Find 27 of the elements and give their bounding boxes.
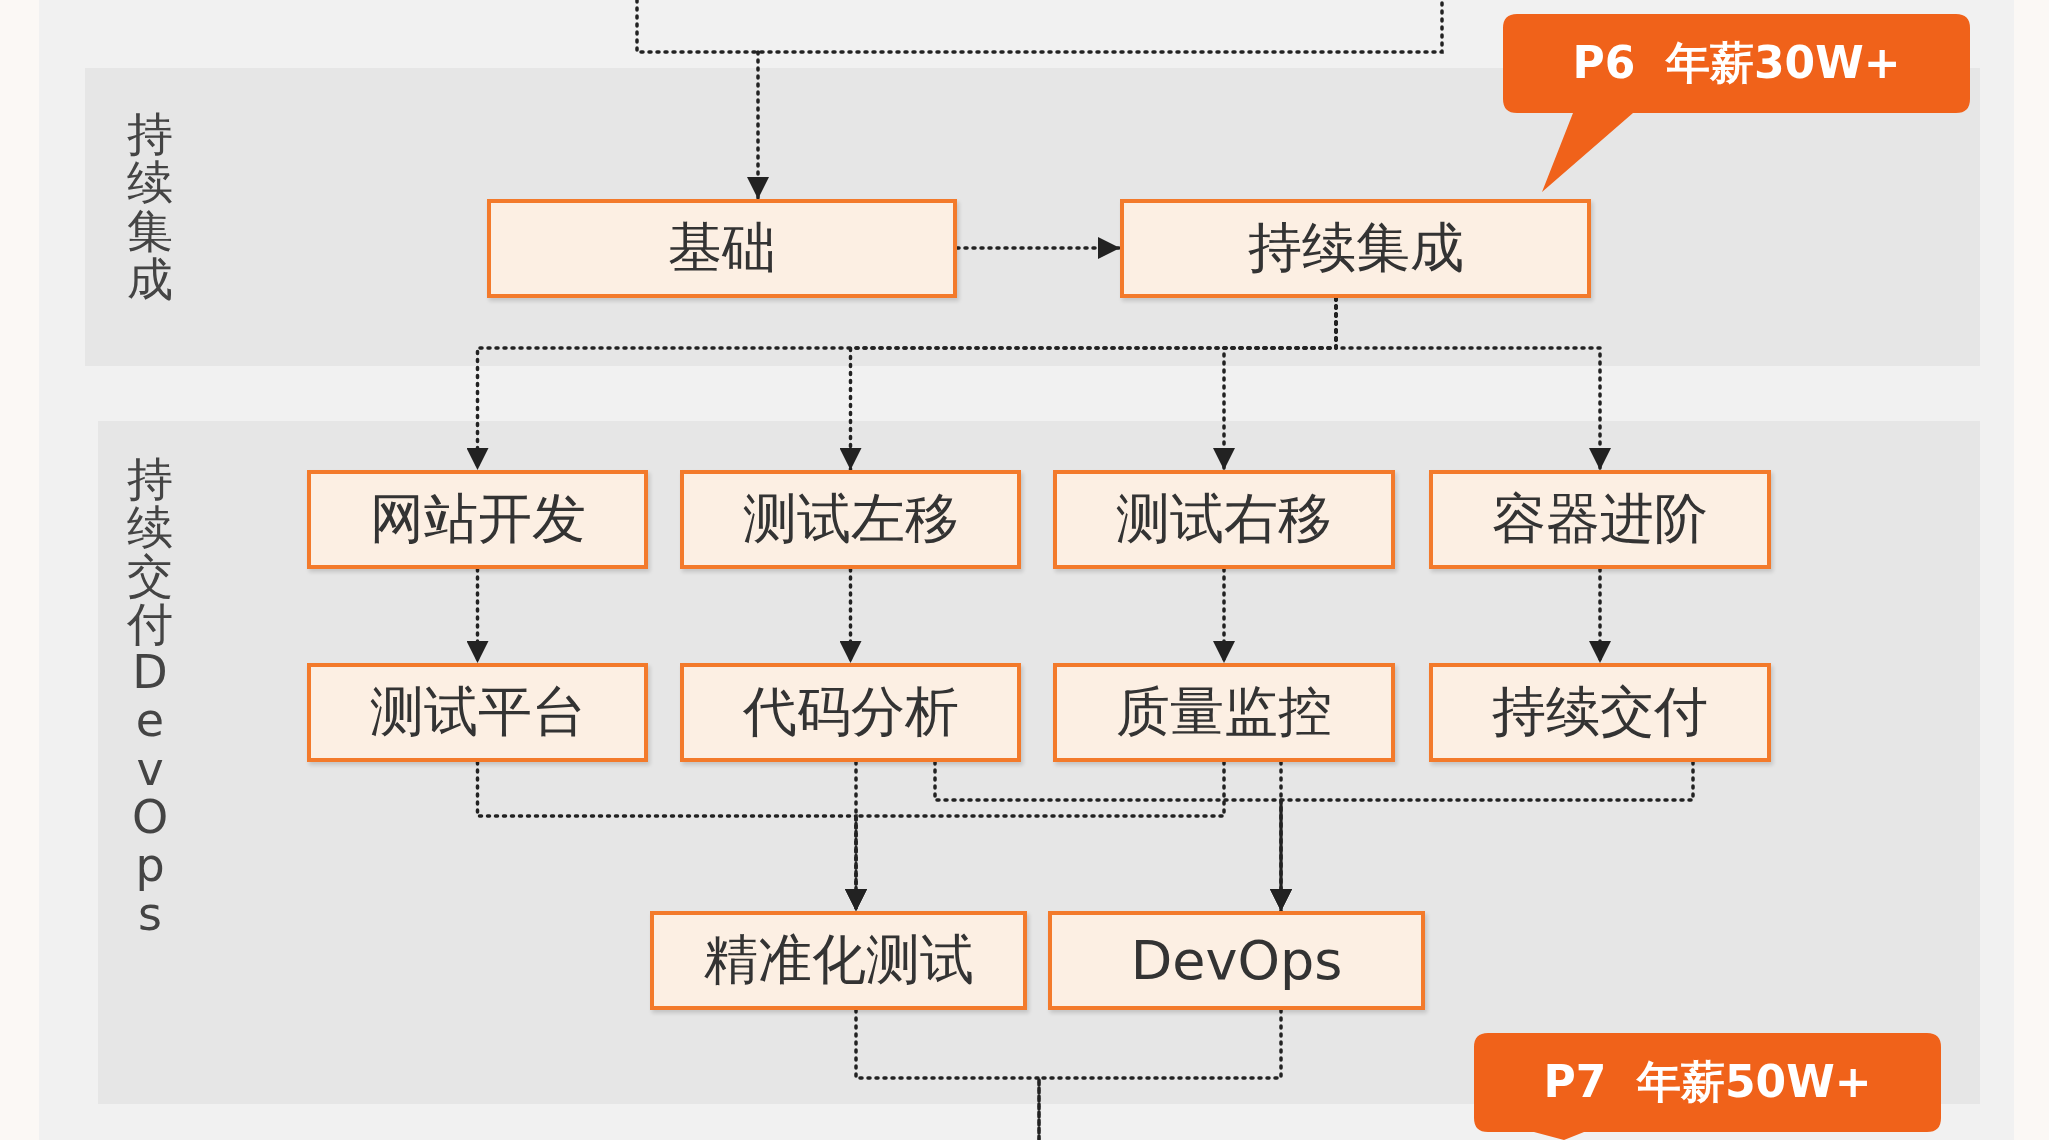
arrow [635, 0, 1444, 201]
arrow [1589, 567, 1611, 665]
band-heading: 持续集成 [126, 110, 174, 304]
process-box: 测试右移 [1053, 470, 1395, 569]
arrow [1213, 567, 1235, 665]
connector-line [1037, 1008, 1283, 1140]
process-box: 测试平台 [307, 663, 648, 762]
arrow [845, 760, 1226, 913]
connector-line [854, 1008, 1041, 1140]
process-box: DevOps [1048, 911, 1425, 1010]
arrow [955, 237, 1122, 259]
callout-bubble: P6 年薪30W+ [1503, 14, 1970, 192]
process-box: 精准化测试 [650, 911, 1027, 1010]
process-box: 基础 [487, 199, 957, 298]
process-box: 持续集成 [1120, 199, 1591, 298]
arrow [839, 567, 862, 665]
arrow [1270, 760, 1695, 913]
band-heading: 持续交付DevOps [126, 455, 174, 938]
arrow [466, 567, 489, 665]
process-box: 代码分析 [680, 663, 1021, 762]
callout-bubble: P7 年薪50W+ [1474, 1033, 1941, 1140]
band [98, 421, 1980, 1104]
process-box: 容器进阶 [1429, 470, 1771, 569]
process-box: 持续交付 [1429, 663, 1771, 762]
process-box: 测试左移 [680, 470, 1021, 569]
process-box: 网站开发 [307, 470, 648, 569]
process-box: 质量监控 [1053, 663, 1395, 762]
